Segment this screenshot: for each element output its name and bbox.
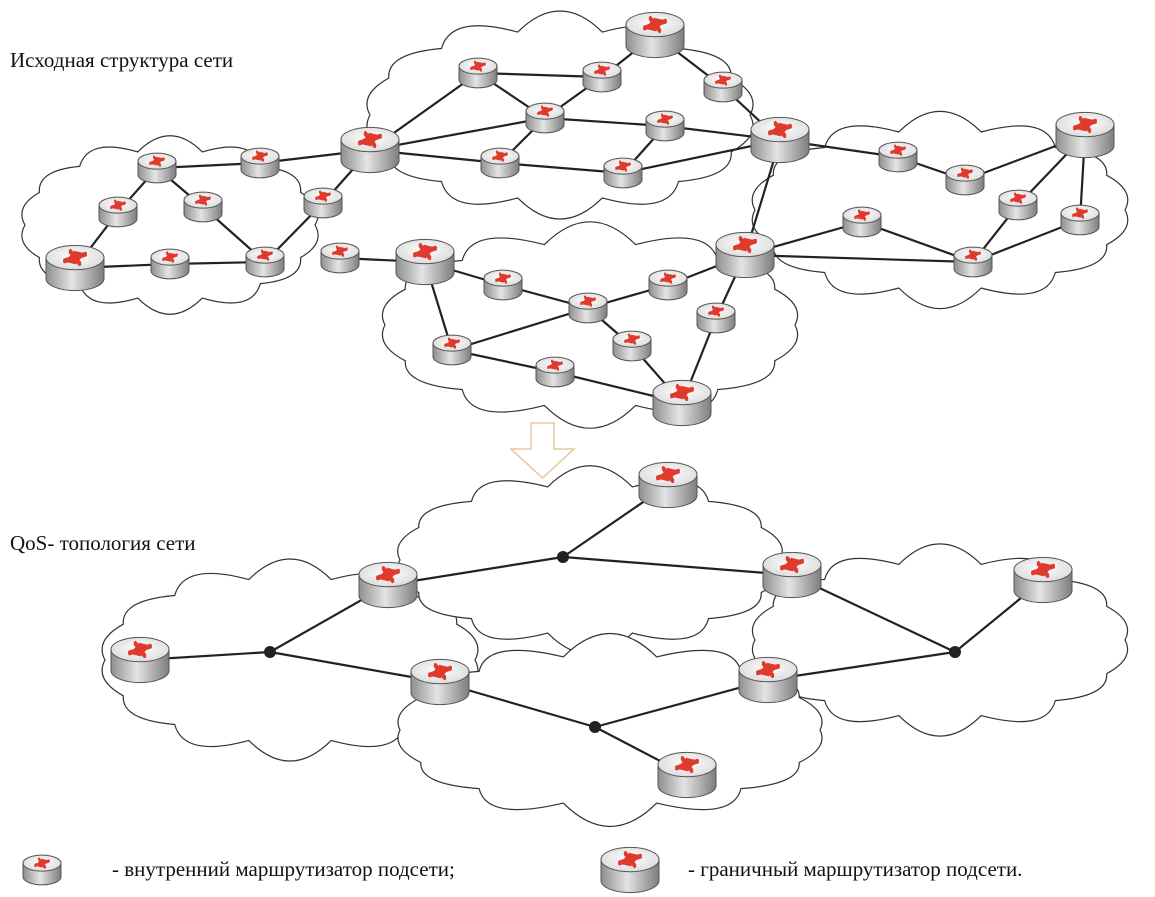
junction-point	[557, 551, 569, 563]
internal-router-icon	[568, 292, 608, 324]
border-router-icon	[625, 11, 685, 59]
border-router-icon	[110, 636, 170, 684]
border-router-icon	[762, 551, 822, 599]
legend-icons	[22, 846, 660, 894]
border-router-icon	[45, 244, 105, 292]
internal-router-icon	[525, 102, 565, 134]
internal-router-icon	[696, 302, 736, 334]
internal-router-icon	[458, 57, 498, 89]
junction-point	[589, 721, 601, 733]
internal-router-icon	[648, 269, 688, 301]
link	[476, 71, 604, 79]
subnet-cloud	[751, 110, 1129, 310]
internal-router-icon	[582, 61, 622, 93]
legend-internal-label: - внутренний маршрутизатор подсети;	[112, 857, 455, 881]
internal-router-icon	[483, 269, 523, 301]
internal-router-icon	[998, 189, 1038, 221]
border-router-icon	[358, 561, 418, 609]
qos-link	[561, 555, 794, 577]
border-router-icon	[715, 231, 775, 279]
internal-router-icon	[183, 191, 223, 223]
internal-router-icon	[1060, 204, 1100, 236]
internal-router-icon	[240, 147, 280, 179]
internal-router-icon	[612, 330, 652, 362]
border-router-icon	[600, 846, 660, 894]
qos-topology-title: QoS- топология сети	[10, 531, 196, 555]
internal-router-icon	[842, 206, 882, 238]
internal-router-icon	[320, 242, 360, 274]
link	[498, 161, 625, 175]
internal-router-icon	[953, 246, 993, 278]
subnet-clouds-qos	[101, 465, 1129, 827]
border-router-icon	[395, 238, 455, 286]
border-router-icon	[340, 126, 400, 174]
subnet-clouds-original	[21, 10, 1129, 429]
link	[450, 306, 590, 352]
internal-router-icon	[98, 196, 138, 228]
internal-router-icon	[603, 157, 643, 189]
internal-router-icon	[480, 147, 520, 179]
border-router-icon	[1055, 111, 1115, 159]
down-arrow-icon	[509, 422, 576, 480]
border-router-icon	[750, 116, 810, 164]
border-router-icon	[738, 656, 798, 704]
internal-router-icon	[22, 854, 62, 886]
link	[743, 253, 975, 264]
border-router-icon	[410, 658, 470, 706]
qos-link	[766, 650, 957, 682]
border-router-icon	[1013, 556, 1073, 604]
internal-router-icon	[150, 248, 190, 280]
internal-router-icon	[137, 152, 177, 184]
border-router-icon	[652, 379, 712, 427]
internal-router-icon	[432, 334, 472, 366]
junction-point	[264, 646, 276, 658]
legend-border-label: - граничный маршрутизатор подсети.	[688, 857, 1023, 881]
internal-router-icon	[878, 141, 918, 173]
internal-router-icon	[303, 187, 343, 219]
routers	[45, 11, 1115, 799]
border-router-icon	[657, 751, 717, 799]
internal-router-icon	[703, 71, 743, 103]
border-router-icon	[638, 461, 698, 509]
original-structure-title: Исходная структура сети	[10, 48, 234, 72]
internal-router-icon	[245, 246, 285, 278]
internal-router-icon	[535, 356, 575, 388]
internal-router-icon	[945, 164, 985, 196]
junction-point	[949, 646, 961, 658]
link	[543, 116, 667, 128]
internal-router-icon	[645, 110, 685, 142]
